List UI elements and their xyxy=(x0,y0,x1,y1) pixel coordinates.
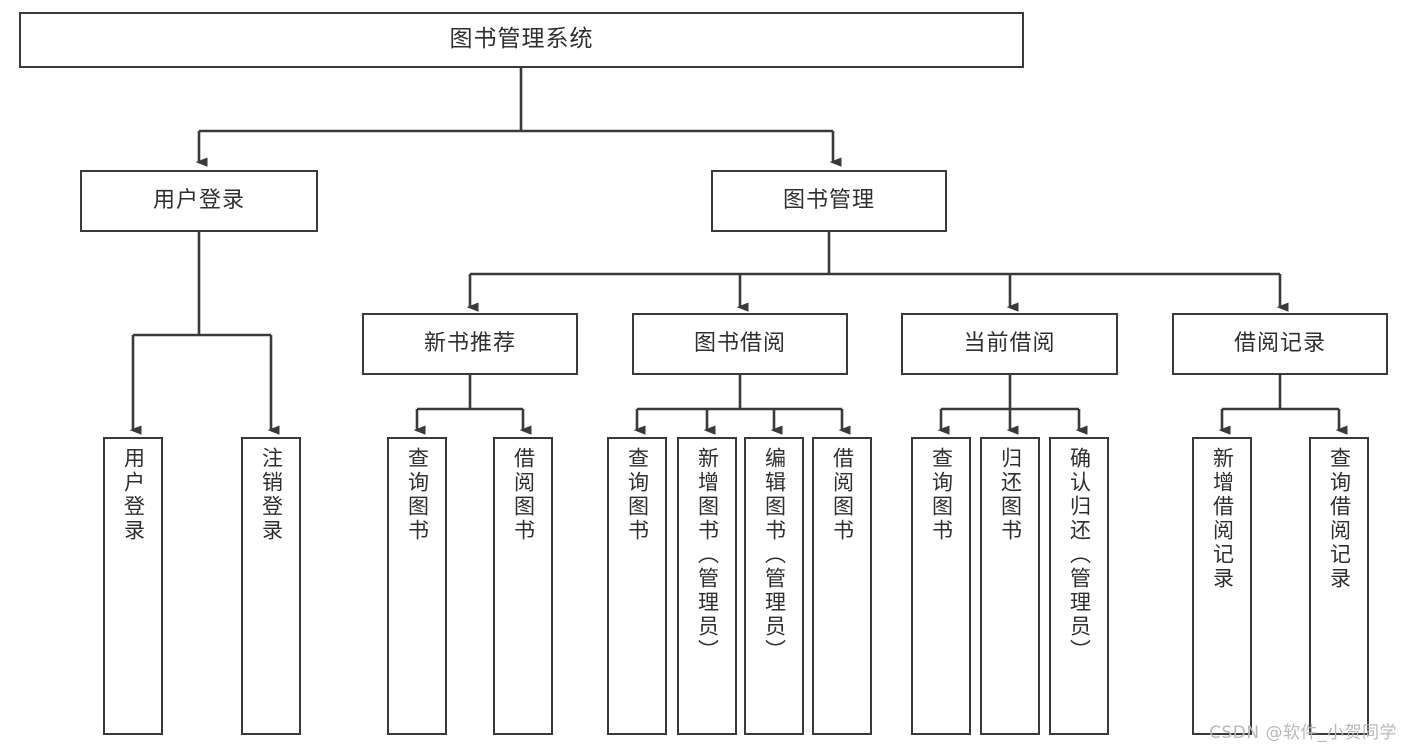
leaf-borrow-record-add[interactable]: 新增借阅记录 xyxy=(1192,437,1252,735)
leaf-new-book-query-label: 查询图书 xyxy=(405,447,430,543)
leaf-current-borrow-query-label: 查询图书 xyxy=(929,447,954,543)
leaf-user-login-logout-label: 注销登录 xyxy=(259,447,284,543)
leaf-current-borrow-confirm[interactable]: 确认归还（管理员） xyxy=(1049,437,1109,735)
leaf-user-login-logout[interactable]: 注销登录 xyxy=(241,437,301,735)
leaf-current-borrow-query[interactable]: 查询图书 xyxy=(911,437,971,735)
node-borrow-record[interactable]: 借阅记录 xyxy=(1172,313,1388,375)
node-user-login-label: 用户登录 xyxy=(152,188,245,214)
leaf-book-borrow-borrow-label: 借阅图书 xyxy=(830,447,855,543)
leaf-book-borrow-query-label: 查询图书 xyxy=(625,447,650,543)
node-book-management-label: 图书管理 xyxy=(782,188,875,214)
leaf-new-book-query[interactable]: 查询图书 xyxy=(387,437,447,735)
node-root-label: 图书管理系统 xyxy=(449,26,594,53)
node-root[interactable]: 图书管理系统 xyxy=(19,12,1024,68)
leaf-book-borrow-edit[interactable]: 编辑图书（管理员） xyxy=(744,437,804,735)
leaf-current-borrow-return[interactable]: 归还图书 xyxy=(980,437,1040,735)
leaf-user-login-login[interactable]: 用户登录 xyxy=(103,437,163,735)
node-current-borrow[interactable]: 当前借阅 xyxy=(901,313,1118,375)
leaf-book-borrow-add[interactable]: 新增图书（管理员） xyxy=(677,437,737,735)
leaf-new-book-borrow[interactable]: 借阅图书 xyxy=(493,437,553,735)
node-book-borrow[interactable]: 图书借阅 xyxy=(632,313,848,375)
leaf-borrow-record-add-label: 新增借阅记录 xyxy=(1210,447,1235,591)
node-book-borrow-label: 图书借阅 xyxy=(693,331,786,357)
node-borrow-record-label: 借阅记录 xyxy=(1233,331,1326,357)
leaf-current-borrow-return-label: 归还图书 xyxy=(998,447,1023,543)
leaf-book-borrow-query[interactable]: 查询图书 xyxy=(607,437,667,735)
leaf-current-borrow-confirm-label: 确认归还（管理员） xyxy=(1067,447,1092,663)
leaf-book-borrow-borrow[interactable]: 借阅图书 xyxy=(812,437,872,735)
node-user-login[interactable]: 用户登录 xyxy=(80,170,318,232)
node-book-management[interactable]: 图书管理 xyxy=(711,170,947,232)
leaf-new-book-borrow-label: 借阅图书 xyxy=(511,447,536,543)
node-current-borrow-label: 当前借阅 xyxy=(963,331,1056,357)
watermark: CSDN @软件_小贺同学 xyxy=(1209,723,1397,743)
leaf-user-login-login-label: 用户登录 xyxy=(121,447,146,543)
leaf-borrow-record-query[interactable]: 查询借阅记录 xyxy=(1309,437,1369,735)
node-new-book-recommend-label: 新书推荐 xyxy=(423,331,516,357)
leaf-book-borrow-edit-label: 编辑图书（管理员） xyxy=(762,447,787,663)
node-new-book-recommend[interactable]: 新书推荐 xyxy=(362,313,578,375)
leaf-borrow-record-query-label: 查询借阅记录 xyxy=(1327,447,1352,591)
leaf-book-borrow-add-label: 新增图书（管理员） xyxy=(695,447,720,663)
